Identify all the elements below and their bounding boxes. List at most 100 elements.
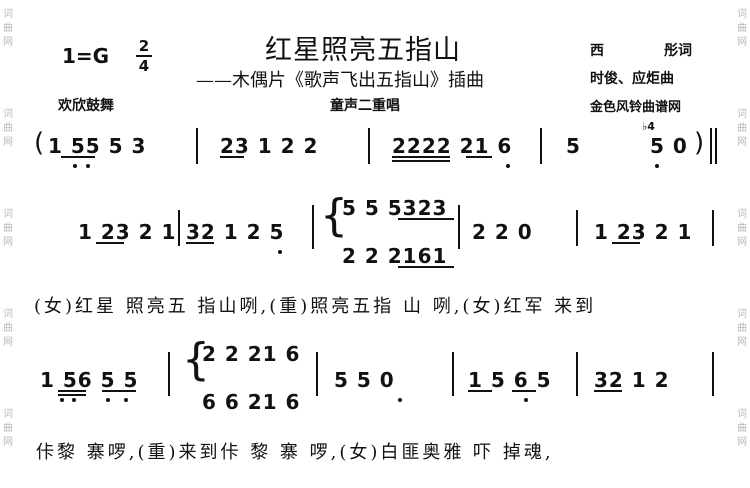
time-denominator: 4	[138, 57, 150, 75]
beam-line	[102, 390, 136, 392]
row1-measure-2: 23 1 2 2	[220, 134, 319, 158]
barline	[576, 352, 578, 396]
octave-dot	[655, 164, 659, 168]
barline	[168, 352, 170, 396]
watermark-char: 词	[3, 9, 13, 20]
watermark-char: 曲	[737, 323, 747, 334]
watermark-char: 词	[3, 309, 13, 320]
subtitle: ——木偶片《歌声飞出五指山》插曲	[196, 70, 484, 91]
barline	[540, 128, 542, 164]
octave-dot	[73, 164, 77, 168]
barline	[178, 210, 180, 246]
time-numerator: 2	[138, 37, 150, 55]
tempo-marking: 欢欣鼓舞	[58, 98, 114, 114]
row1-measure-3: 2222 21 6	[392, 134, 513, 158]
row2-measure-1: 1 23 2 1	[78, 220, 177, 244]
octave-dot	[86, 164, 90, 168]
watermark-char: 曲	[737, 23, 747, 34]
accidental-mark: ♭4	[642, 120, 655, 133]
barline	[368, 128, 370, 164]
time-signature: 2 4	[136, 38, 152, 74]
beam-line	[58, 394, 86, 396]
credit-lyricist-name: 西	[590, 43, 604, 59]
watermark-char: 网	[737, 337, 747, 348]
watermark-char: 网	[737, 37, 747, 48]
beam-line	[594, 390, 622, 392]
octave-dot	[72, 398, 76, 402]
barline	[576, 210, 578, 246]
watermark-left: 词 曲 网	[2, 308, 14, 350]
watermark-char: 网	[3, 237, 13, 248]
site-name: 金色风铃曲谱网	[590, 100, 682, 115]
octave-dot	[524, 398, 528, 402]
octave-dot	[124, 398, 128, 402]
row3-measure-4: 1 5 6 5	[468, 368, 552, 392]
row2-measure-3-top: 5 5 5323	[342, 196, 448, 220]
octave-dot	[506, 164, 510, 168]
barline	[712, 352, 714, 396]
row1-measure-1: 1 55 5 3	[48, 134, 147, 158]
row2-measure-3-bottom: 2 2 2161	[342, 244, 448, 268]
watermark-char: 词	[737, 309, 747, 320]
watermark-char: 曲	[3, 123, 13, 134]
watermark-left: 词 曲 网	[2, 8, 14, 50]
beam-line	[96, 242, 124, 244]
beam-line	[398, 266, 454, 268]
watermark-left: 词 曲 网	[2, 408, 14, 450]
octave-dot	[106, 398, 110, 402]
barline	[196, 128, 198, 164]
watermark-left: 词 曲 网	[2, 108, 14, 150]
watermark-right: 词 曲 网	[736, 308, 748, 350]
barline	[712, 210, 714, 246]
octave-dot	[60, 398, 64, 402]
watermark-char: 网	[3, 37, 13, 48]
lyrics-line-1: (女)红星 照亮五 指山咧,(重)照亮五指 山 咧,(女)红军 来到	[34, 296, 597, 317]
watermark-char: 词	[737, 9, 747, 20]
row2-measure-5: 1 23 2 1	[594, 220, 693, 244]
brace: {	[182, 334, 210, 385]
watermark-char: 词	[737, 209, 747, 220]
beam-line	[58, 390, 86, 392]
watermark-char: 词	[3, 409, 13, 420]
barline	[316, 352, 318, 396]
credit-lyricist-role: 彤词	[664, 43, 692, 59]
barline	[452, 352, 454, 396]
watermark-char: 网	[737, 437, 747, 448]
watermark-right: 词 曲 网	[736, 208, 748, 250]
form-marking: 童声二重唱	[330, 98, 400, 114]
octave-dot	[398, 398, 402, 402]
watermark-char: 曲	[3, 223, 13, 234]
row3-measure-1: 1 56 5 5	[40, 368, 139, 392]
row3-measure-2-top: 2 2 21 6	[202, 342, 301, 366]
row2-measure-2: 32 1 2 5	[186, 220, 285, 244]
page-title: 红星照亮五指山	[265, 35, 461, 66]
row3-measure-3: 5 5 0	[334, 368, 395, 392]
watermark-left: 词 曲 网	[2, 208, 14, 250]
watermark-char: 词	[737, 409, 747, 420]
barline	[312, 205, 314, 249]
watermark-char: 词	[3, 109, 13, 120]
watermark-char: 网	[737, 237, 747, 248]
watermark-char: 网	[3, 437, 13, 448]
watermark-right: 词 曲 网	[736, 408, 748, 450]
row1-measure-4: 5	[566, 134, 581, 158]
beam-line	[398, 218, 454, 220]
row2-measure-4: 2 2 0	[472, 220, 533, 244]
key-signature: 1=G	[62, 44, 110, 68]
watermark-char: 网	[737, 137, 747, 148]
watermark-char: 网	[3, 137, 13, 148]
barline	[710, 128, 712, 164]
beam-line	[392, 156, 450, 158]
credit-composer: 时俊、应炬曲	[590, 71, 674, 87]
watermark-right: 词 曲 网	[736, 8, 748, 50]
watermark-char: 曲	[737, 223, 747, 234]
beam-line	[468, 390, 492, 392]
watermark-char: 词	[737, 109, 747, 120]
octave-dot	[278, 250, 282, 254]
watermark-char: 曲	[3, 323, 13, 334]
watermark-char: 曲	[737, 123, 747, 134]
watermark-char: 网	[3, 337, 13, 348]
brace: {	[320, 190, 348, 241]
row1-measure-5: 5 0	[650, 134, 688, 158]
row1-open-paren: (	[34, 128, 46, 158]
